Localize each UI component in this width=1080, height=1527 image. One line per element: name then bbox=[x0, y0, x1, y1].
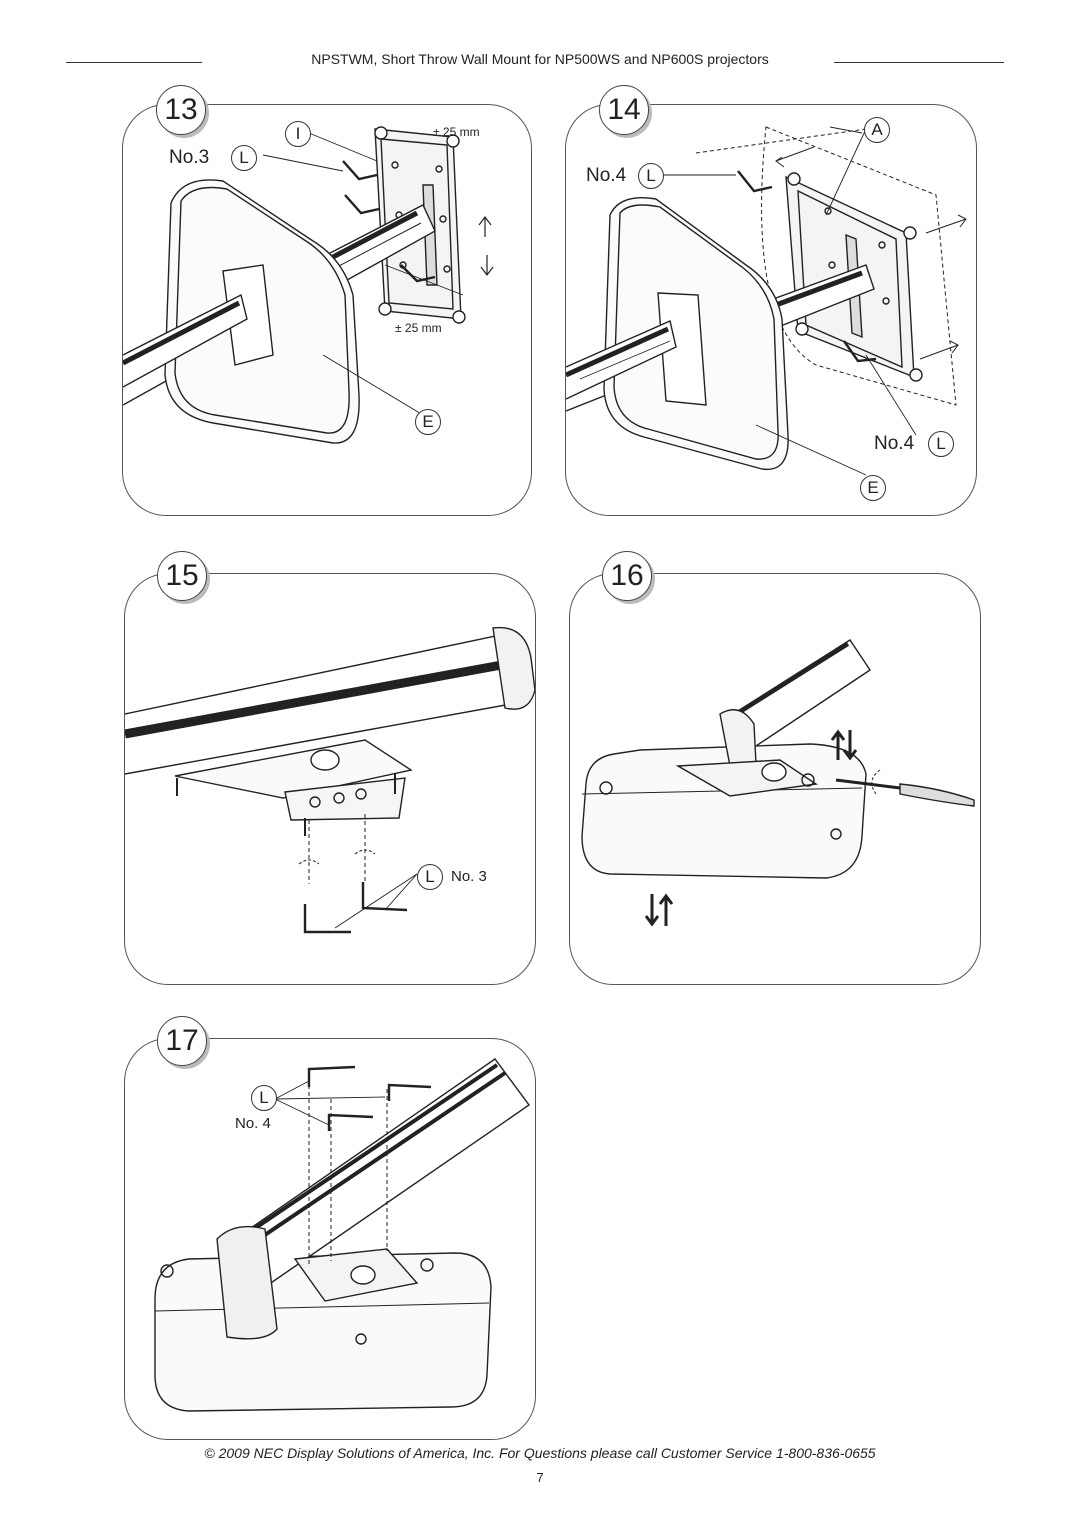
step-14-panel: A No.4 L No.4 L E bbox=[565, 104, 977, 516]
step-13-tolerance-bottom: ± 25 mm bbox=[395, 321, 442, 335]
step-15-number: 15 bbox=[157, 551, 207, 601]
step-14-number: 14 bbox=[599, 85, 649, 135]
step-14-part-e: E bbox=[860, 475, 886, 501]
step-14-part-a: A bbox=[864, 117, 890, 143]
step-15-tool-label: No. 3 bbox=[451, 868, 487, 885]
step-16-panel bbox=[569, 573, 981, 985]
page-number: 7 bbox=[536, 1470, 544, 1485]
step-17-tool-letter: L bbox=[251, 1085, 277, 1111]
step-13-part-i: I bbox=[285, 121, 311, 147]
step-15-panel: L No. 3 bbox=[124, 573, 536, 985]
step-13-tolerance-top: ± 25 mm bbox=[433, 125, 480, 139]
step-17-tool-label: No. 4 bbox=[235, 1115, 271, 1132]
step-14-tool-letter: L bbox=[638, 163, 664, 189]
step-15-tool-letter: L bbox=[417, 864, 443, 890]
step-13-illustration bbox=[123, 126, 494, 444]
step-13-tool-label: No.3 bbox=[169, 147, 210, 168]
footer-copyright: © 2009 NEC Display Solutions of America,… bbox=[204, 1445, 876, 1461]
step-13-part-e: E bbox=[415, 409, 441, 435]
step-14-illustration bbox=[566, 126, 967, 476]
step-14-tool-label: No.4 bbox=[586, 165, 627, 186]
step-14-tool2-label: No.4 bbox=[874, 433, 915, 454]
header-rule-left bbox=[66, 62, 202, 63]
header-rule-right bbox=[834, 62, 1004, 63]
step-15-illustration bbox=[125, 626, 535, 934]
step-16-illustration bbox=[581, 639, 975, 927]
step-13-number: 13 bbox=[156, 85, 206, 135]
step-16-number: 16 bbox=[602, 551, 652, 601]
step-13-panel: ± 25 mm ± 25 mm No.3 L I E bbox=[122, 104, 532, 516]
step-17-illustration bbox=[154, 1058, 530, 1412]
step-14-tool2-letter: L bbox=[928, 431, 954, 457]
step-13-tool-letter: L bbox=[231, 145, 257, 171]
step-17-number: 17 bbox=[157, 1016, 207, 1066]
step-17-panel: L No. 4 bbox=[124, 1038, 536, 1440]
page-title: NPSTWM, Short Throw Wall Mount for NP500… bbox=[311, 51, 769, 67]
